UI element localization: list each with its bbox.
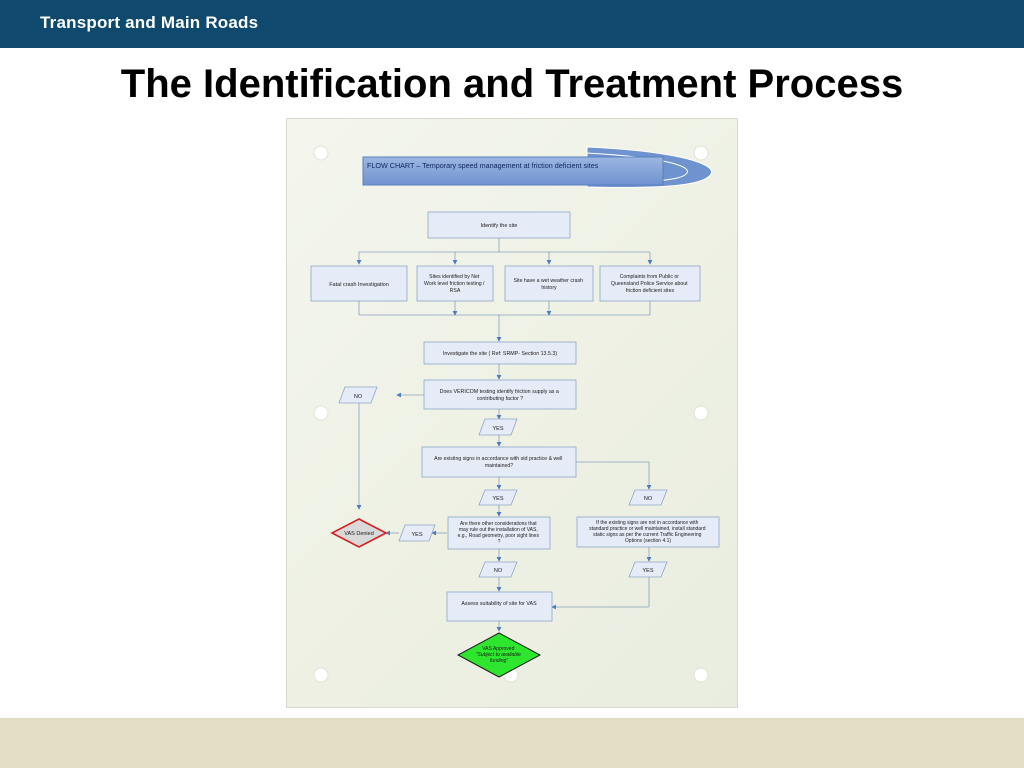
header-bar: Transport and Main Roads <box>0 0 1024 48</box>
source-network-label: Sites identified by Net Work level frict… <box>424 274 486 294</box>
brand-logo-text: Transport and Main Roads <box>40 13 259 32</box>
install-signs-box: If the existing signs are not in accorda… <box>576 516 720 548</box>
flowchart-banner: FLOW CHART – Temporary speed management … <box>362 146 713 188</box>
source-fatal-label: Fatal crash Investigation <box>329 282 389 288</box>
install-signs-label: If the existing signs are not in accorda… <box>589 520 707 544</box>
source-fatal-crash-box: Fatal crash Investigation <box>310 265 408 302</box>
source-complaints-label: Complaints from Public or Queensland Pol… <box>611 274 689 294</box>
yes-label-considerations: YES <box>411 532 422 538</box>
source-network-testing-box: Sites identified by Net Work level frict… <box>416 265 494 302</box>
other-considerations-box: Are there other considerations that may … <box>447 516 551 550</box>
page-title: The Identification and Treatment Process <box>120 62 904 106</box>
no-label-considerations: NO <box>494 568 503 574</box>
footer-bar <box>0 718 1024 768</box>
yes-decision-vericom: YES <box>478 418 518 436</box>
no-label-signs: NO <box>644 496 653 502</box>
vas-approved-diamond: VAS Approved "Subject to available fundi… <box>456 632 542 678</box>
yes-decision-install: YES <box>628 561 668 578</box>
investigate-site-box: Investigate the site ( Ref: SRMP- Sectio… <box>423 341 577 365</box>
yes-label-install: YES <box>642 568 653 574</box>
decorative-dots <box>313 145 709 683</box>
yes-decision-considerations: YES <box>398 524 436 542</box>
no-decision-vericom: NO <box>338 386 378 404</box>
vas-denied-label: VAS Denied <box>344 531 374 537</box>
assess-label: Assess suitability of site for VAS <box>461 601 537 607</box>
identify-site-box: Identify the site <box>427 211 571 239</box>
no-decision-signs: NO <box>628 489 668 506</box>
yes-label-vericom: YES <box>492 426 503 432</box>
no-decision-considerations: NO <box>478 561 518 578</box>
vericom-question-box: Does VERICOM testing identify friction s… <box>423 379 577 410</box>
assess-suitability-box: Assess suitability of site for VAS <box>446 591 553 622</box>
source-wet-weather-box: Site have a wet weather crash history <box>504 265 594 302</box>
vas-approved-label: VAS Approved "Subject to available fundi… <box>476 646 523 664</box>
vericom-label: Does VERICOM testing identify friction s… <box>440 389 561 402</box>
yes-label-signs: YES <box>492 496 503 502</box>
source-complaints-box: Complaints from Public or Queensland Pol… <box>599 265 701 302</box>
yes-decision-signs: YES <box>478 489 518 506</box>
signs-question-label: Are existing signs in accordance with st… <box>434 456 564 469</box>
investigate-label: Investigate the site ( Ref: SRMP- Sectio… <box>443 351 557 357</box>
flowchart-panel: FLOW CHART – Temporary speed management … <box>286 118 738 708</box>
banner-text: FLOW CHART – Temporary speed management … <box>367 161 599 170</box>
no-label-vericom: NO <box>354 394 363 400</box>
connectors <box>356 238 653 632</box>
signs-question-box: Are existing signs in accordance with st… <box>421 446 577 478</box>
identify-site-label: Identify the site <box>481 223 518 229</box>
flowchart-diagram: FLOW CHART – Temporary speed management … <box>310 145 720 683</box>
vas-denied-diamond: VAS Denied <box>330 518 388 548</box>
other-considerations-label: Are there other considerations that may … <box>458 521 541 545</box>
source-wet-label: Site have a wet weather crash history <box>514 278 585 291</box>
